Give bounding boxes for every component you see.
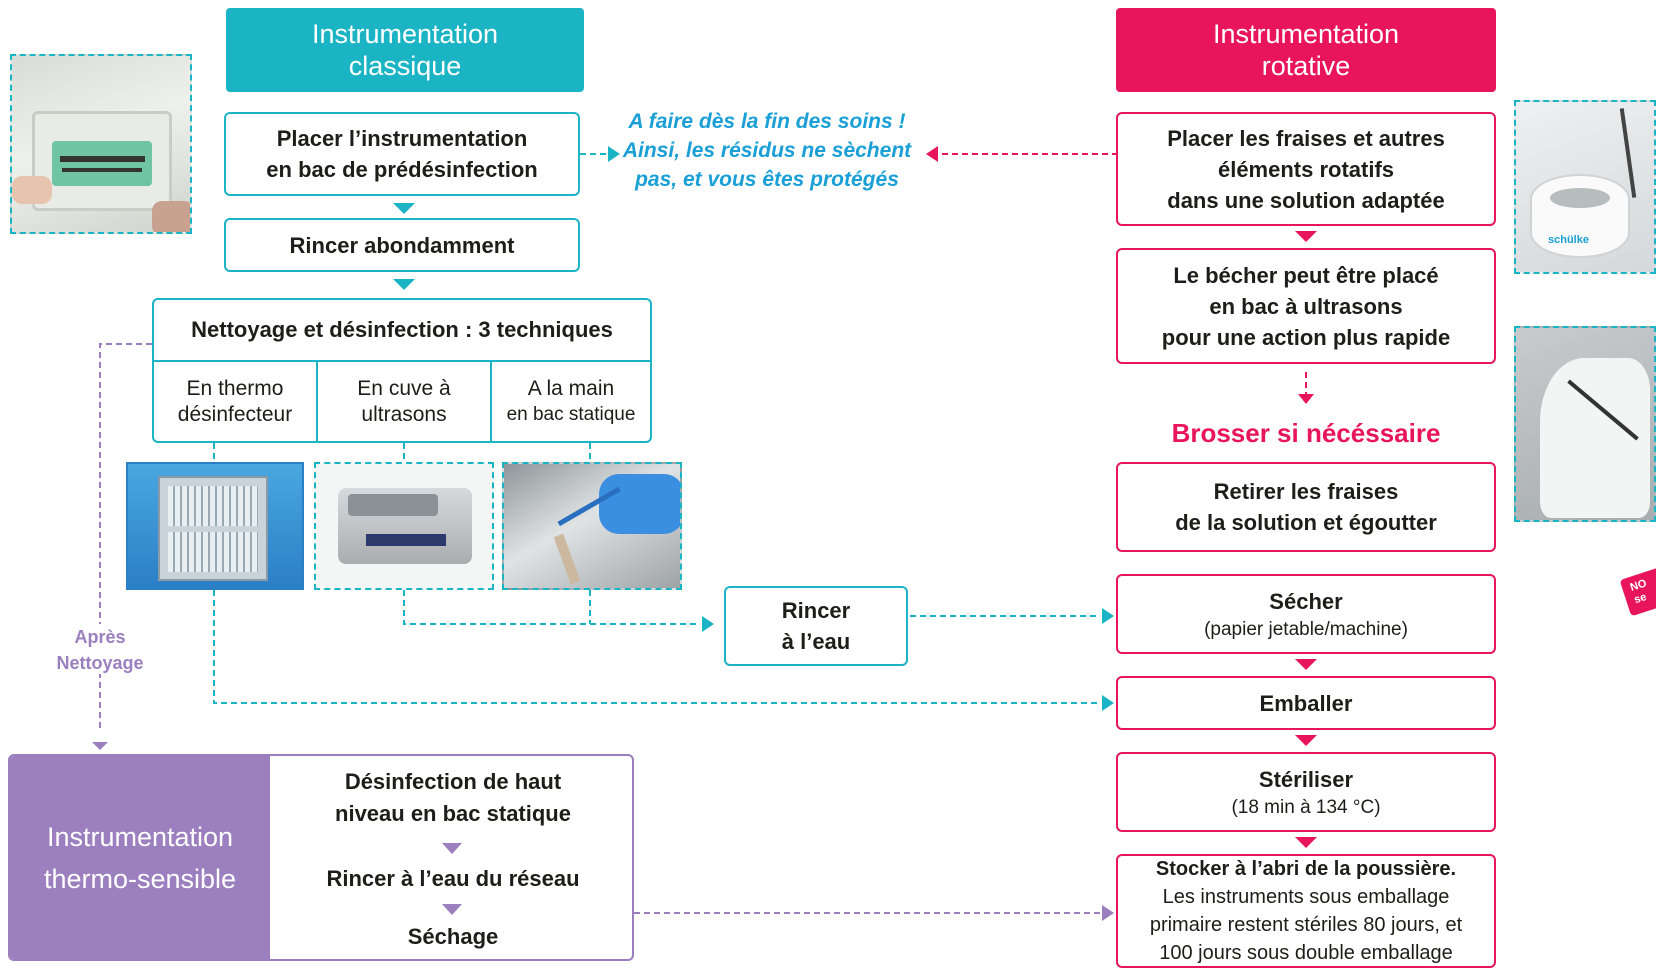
arrow-down-icon <box>1295 837 1317 848</box>
header-rotary: Instrumentation rotative <box>1116 8 1496 92</box>
arrow-down-icon <box>1295 735 1317 746</box>
rotary-step-store-title: Stocker à l’abri de la poussière. <box>1155 858 1457 880</box>
technique-hand-line1: A la main <box>527 376 615 400</box>
header-classic: Instrumentation classique <box>226 8 584 92</box>
classic-step-place: Placer l’instrumentation en bac de prédé… <box>224 112 580 196</box>
technique-hand: A la main en bac statique <box>492 362 650 441</box>
rotary-step-dry-title: Sécher <box>1269 588 1343 614</box>
thermo-step-dry: Séchage <box>407 924 499 949</box>
beaker-brand-label: schülke <box>1548 234 1589 246</box>
thermo-sensitive-block: Instrumentation thermo-sensible Désinfec… <box>8 754 634 961</box>
arrow-down-icon <box>393 279 415 290</box>
rotary-step-pack-text: Emballer <box>1259 690 1353 716</box>
connector-to-rinse <box>403 590 700 625</box>
rotary-step-beaker-text: Le bécher peut être placé en bac à ultra… <box>1161 262 1451 350</box>
technique-ultrasons-line1: En cuve à <box>357 376 451 400</box>
rotary-brush-label: Brosser si nécéssaire <box>1171 418 1441 448</box>
rotary-step-place: Placer les fraises et autres éléments ro… <box>1116 112 1496 226</box>
technique-thermo: En thermo désinfecteur <box>154 362 318 441</box>
header-rotary-title: Instrumentation rotative <box>1212 19 1400 81</box>
rotary-step-sterilize: Stériliser (18 min à 134 °C) <box>1116 752 1496 832</box>
arrow-down-icon <box>442 904 462 915</box>
rotary-step-store-sub: Les instruments sous emballage primaire … <box>1149 886 1463 964</box>
classic-step-place-text: Placer l’instrumentation en bac de prédé… <box>266 126 538 182</box>
photo-predisinfection-tray <box>10 54 192 234</box>
technique-thermo-line1: En thermo <box>186 376 284 400</box>
technique-hand-line2: en bac statique <box>506 403 636 425</box>
thermo-sensitive-header: Instrumentation thermo-sensible <box>10 756 270 959</box>
thermo-step-disinfect: Désinfection de haut niveau en bac stati… <box>335 769 571 826</box>
photo-manual-tank <box>502 462 682 590</box>
label-after-cleaning: Après Nettoyage <box>40 624 160 674</box>
rotary-step-sterilize-sub: (18 min à 134 °C) <box>1231 796 1381 818</box>
arrow-down-icon <box>1295 231 1317 242</box>
thermo-sensitive-title: Instrumentation thermo-sensible <box>43 821 237 894</box>
badge-cropped-text: NO se <box>1628 577 1649 607</box>
rotary-step-dry: Sécher (papier jetable/machine) <box>1116 574 1496 654</box>
rotary-step-store: Stocker à l’abri de la poussière. Les in… <box>1116 854 1496 968</box>
classic-step-rinse: Rincer abondamment <box>224 218 580 272</box>
arrow-down-icon <box>1295 659 1317 670</box>
photo-wrapping <box>1514 326 1656 522</box>
photo-beaker: schülke <box>1514 100 1656 274</box>
thermo-step-rinse: Rincer à l’eau du réseau <box>326 866 580 891</box>
rotary-step-dry-sub: (papier jetable/machine) <box>1204 618 1408 640</box>
technique-ultrasons-line2: ultrasons <box>361 402 447 426</box>
technique-thermo-line2: désinfecteur <box>177 402 293 426</box>
rotary-step-remove: Retirer les fraises de la solution et ég… <box>1116 462 1496 552</box>
techniques-title: Nettoyage et désinfection : 3 techniques <box>154 300 650 362</box>
classic-rinse-water-text: Rincer à l’eau <box>781 598 851 654</box>
rotary-step-remove-text: Retirer les fraises de la solution et ég… <box>1175 479 1437 535</box>
rotary-step-place-text: Placer les fraises et autres éléments ro… <box>1167 125 1445 213</box>
header-classic-title: Instrumentation classique <box>311 19 499 81</box>
photo-ultrasonic-tank <box>314 462 494 590</box>
rotary-step-beaker: Le bécher peut être placé en bac à ultra… <box>1116 248 1496 364</box>
photo-thermo-disinfector <box>126 462 304 590</box>
connector-thermo-pack <box>213 590 1100 704</box>
note-start-immediately: A faire dès la fin des soins ! Ainsi, le… <box>622 110 912 191</box>
arrow-down-icon <box>393 203 415 214</box>
technique-ultrasons: En cuve à ultrasons <box>318 362 492 441</box>
techniques-table: Nettoyage et désinfection : 3 techniques… <box>152 298 652 443</box>
rotary-step-sterilize-title: Stériliser <box>1258 766 1354 792</box>
rotary-step-pack: Emballer <box>1116 676 1496 730</box>
connector-after-cleaning <box>99 343 152 628</box>
classic-rinse-water: Rincer à l’eau <box>724 586 908 666</box>
classic-step-rinse-text: Rincer abondamment <box>289 232 515 258</box>
arrow-down-icon <box>442 843 462 854</box>
